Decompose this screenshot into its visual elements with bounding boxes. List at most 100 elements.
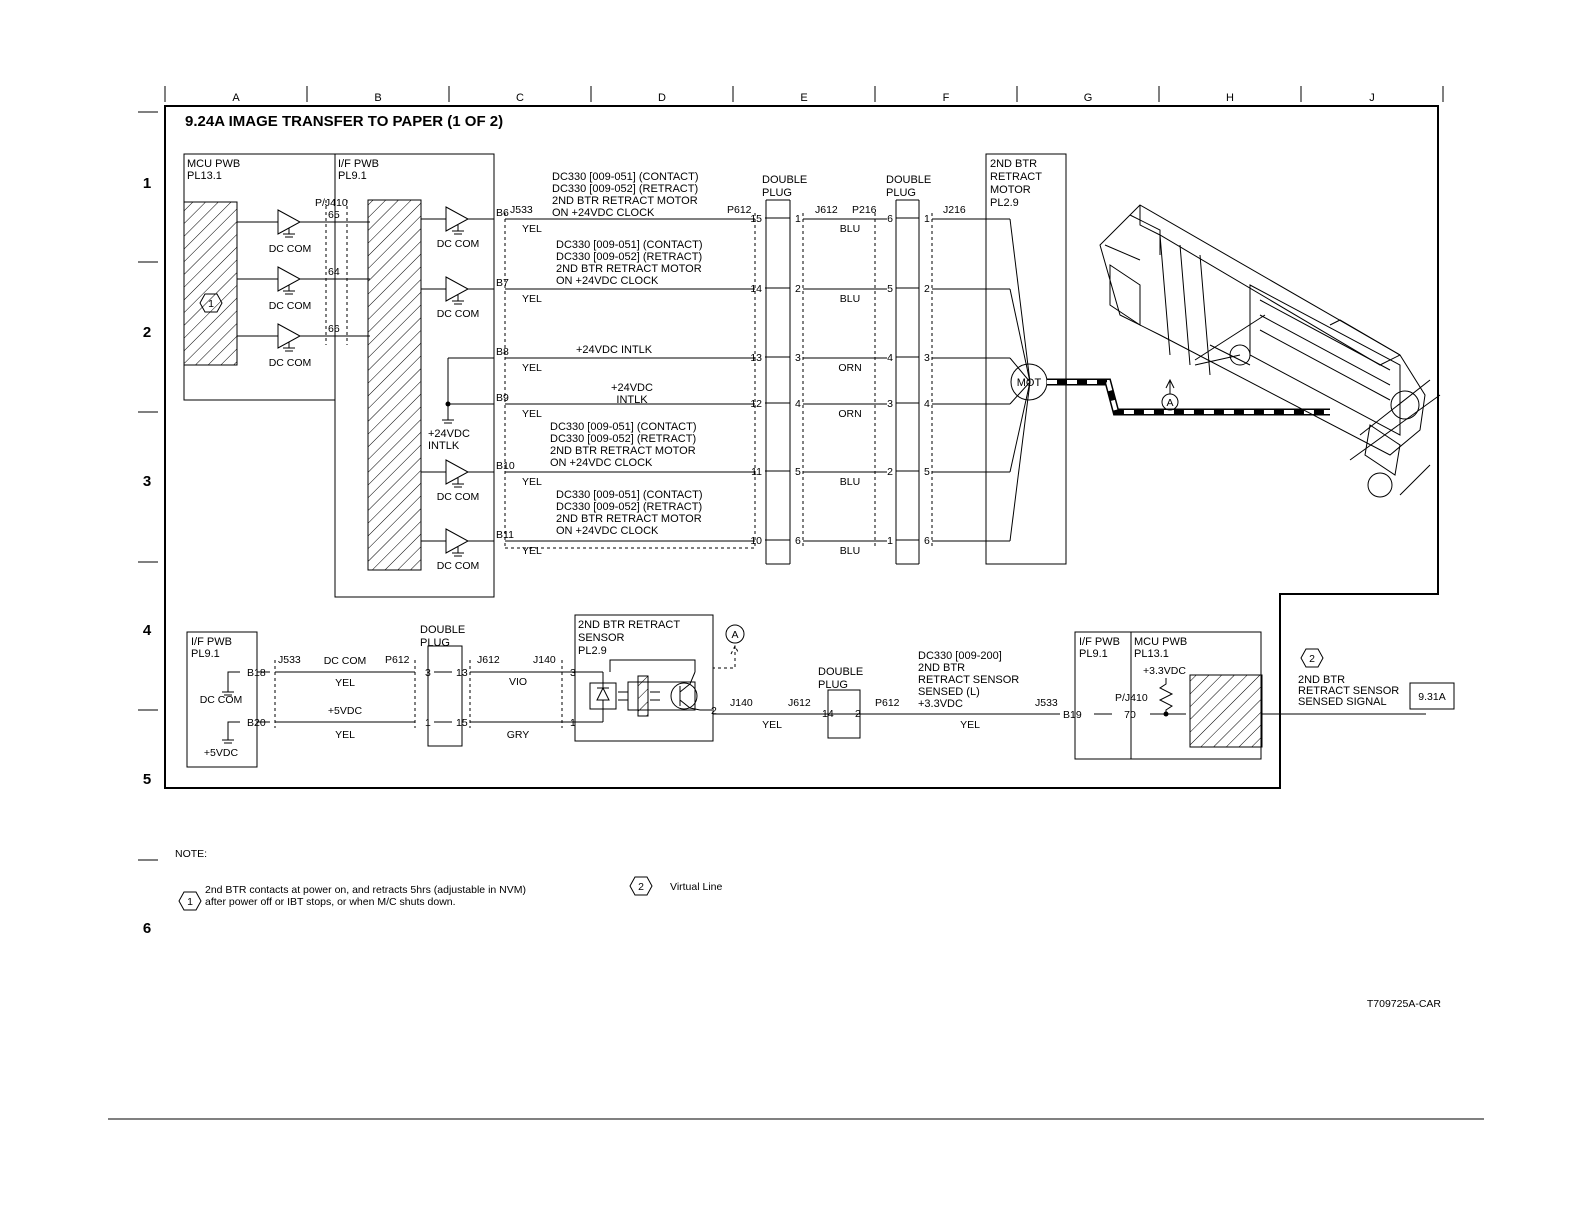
wire-color-label: BLU (840, 476, 860, 488)
plug-pin: 3 (924, 352, 930, 364)
grid-column-label: E (800, 92, 807, 104)
double-plug-label: DOUBLE (818, 666, 863, 678)
grid-column-label: D (658, 92, 666, 104)
intlk-label: INTLK (428, 440, 460, 452)
ground-symbol (283, 342, 295, 352)
if-pwb-2-label: I/F PWB (1079, 636, 1120, 648)
j216-label: J216 (943, 204, 966, 216)
note-1-symbol-label: 1 (187, 896, 193, 908)
plug-pin: 1 (887, 535, 893, 547)
grid-row-label: 3 (143, 473, 151, 490)
motor-label: PL2.9 (990, 197, 1019, 209)
illustration-stroke (1194, 314, 1266, 366)
illustration-stroke (1259, 299, 1391, 401)
signal-label: DC330 [009-051] (CONTACT) (552, 171, 699, 183)
plug-pin: 10 (750, 535, 762, 547)
v33-label: +3.3VDC (1143, 665, 1186, 677)
dc-com-wire-label: DC COM (324, 655, 367, 667)
pullup-resistor (1158, 678, 1174, 714)
wire-color-label: BLU (840, 293, 860, 305)
plug-pin: 15 (750, 213, 762, 225)
mcu-pwb-label: PL13.1 (187, 170, 222, 182)
illustration-gear (1367, 472, 1393, 498)
note-1-symbol (178, 891, 202, 911)
p5vdc-wire-label: +5VDC (328, 705, 363, 717)
motor-wire (1009, 381, 1031, 473)
wire-color-label: ORN (838, 408, 861, 420)
double-plug-label: DOUBLE (762, 174, 807, 186)
b20-line (227, 721, 240, 734)
pin70-label: 70 (1124, 709, 1136, 721)
dc-com-label: DC COM (437, 238, 480, 250)
sensor-label: PL2.9 (578, 645, 607, 657)
plug-pin: 2 (795, 283, 801, 295)
motor-wire (1009, 288, 1031, 383)
sensor-pin: 1 (570, 717, 576, 729)
ground-symbol (452, 295, 464, 305)
note-2-symbol-label: 2 (638, 881, 644, 893)
plug-pin: 11 (751, 466, 762, 478)
wire-color-label: YEL (522, 223, 542, 235)
illustration-stroke (1349, 379, 1441, 496)
wire-color-label: BLU (840, 545, 860, 557)
mcu-pwb-label: MCU PWB (187, 158, 240, 170)
grid-column-label: F (943, 92, 950, 104)
dc-com-label: DC COM (269, 357, 312, 369)
wire-color-label: YEL (960, 719, 980, 731)
marker-a-label: A (1166, 397, 1173, 409)
plug-pin: 14 (822, 708, 834, 720)
note-1-text: 2nd BTR contacts at power on, and retrac… (205, 884, 526, 896)
illustration-stroke (1249, 284, 1401, 436)
pj410-pin: 66 (328, 323, 340, 335)
j612-bottom-label: J612 (477, 654, 500, 666)
sensor-label: 2ND BTR RETRACT (578, 619, 680, 631)
p612-bottom-label: P612 (385, 654, 410, 666)
wire-color-label: GRY (507, 729, 530, 741)
marker-a-arrow (1165, 378, 1175, 394)
plug-pin: 4 (795, 398, 801, 410)
j612b-label: J612 (788, 697, 811, 709)
b18-line (227, 671, 240, 686)
if-buffer (445, 206, 470, 232)
double-plug-box (427, 645, 463, 747)
reference-box (1409, 682, 1455, 710)
signal-label: 2ND BTR RETRACT MOTOR (550, 445, 696, 457)
motor-label: RETRACT (990, 171, 1042, 183)
plug-pin: 6 (887, 213, 893, 225)
ground-symbol (442, 414, 454, 424)
note-1-marker-label: 1 (208, 298, 214, 310)
btr-assembly-illustration (1099, 204, 1441, 498)
ground-symbol (452, 547, 464, 557)
grid-row-label: 1 (143, 175, 151, 192)
ground-symbol (222, 734, 234, 744)
grid-row-label: 2 (143, 324, 151, 341)
double-plug-label: DOUBLE (420, 624, 465, 636)
junction-dot (1163, 711, 1169, 717)
signal-label: 2ND BTR RETRACT MOTOR (552, 195, 698, 207)
plug-pin: 2 (887, 466, 893, 478)
motor-label: 2ND BTR (990, 158, 1037, 170)
signal-label: +24VDC (611, 382, 653, 394)
illustration-stroke (1159, 234, 1211, 376)
sensor-pin: 3 (570, 667, 576, 679)
j533-bottom-label: J533 (278, 654, 301, 666)
note-1-text: after power off or IBT stops, or when M/… (205, 896, 456, 908)
signal-label: DC330 [009-051] (CONTACT) (550, 421, 697, 433)
plug-pin: 1 (425, 717, 431, 729)
sensor-signal-label: DC330 [009-200] (918, 650, 1002, 662)
mcu-hatch (183, 201, 238, 366)
wire-color-label: YEL (522, 545, 542, 557)
j140-bottom-label: J140 (533, 654, 556, 666)
plug-pin: 3 (887, 398, 893, 410)
illustration-gear (1229, 344, 1251, 366)
plug-pin: 3 (425, 667, 431, 679)
illustration-stroke (1104, 214, 1161, 261)
j533-label: J533 (510, 204, 533, 216)
motor-box (985, 153, 1067, 565)
signal-label: 2ND BTR RETRACT MOTOR (556, 513, 702, 525)
p612-label: P612 (727, 204, 752, 216)
if-pwb-label: I/F PWB (338, 158, 379, 170)
signal-label: ON +24VDC CLOCK (552, 207, 655, 219)
motor-wire (1009, 357, 1031, 383)
grid-column-label: A (232, 92, 240, 104)
